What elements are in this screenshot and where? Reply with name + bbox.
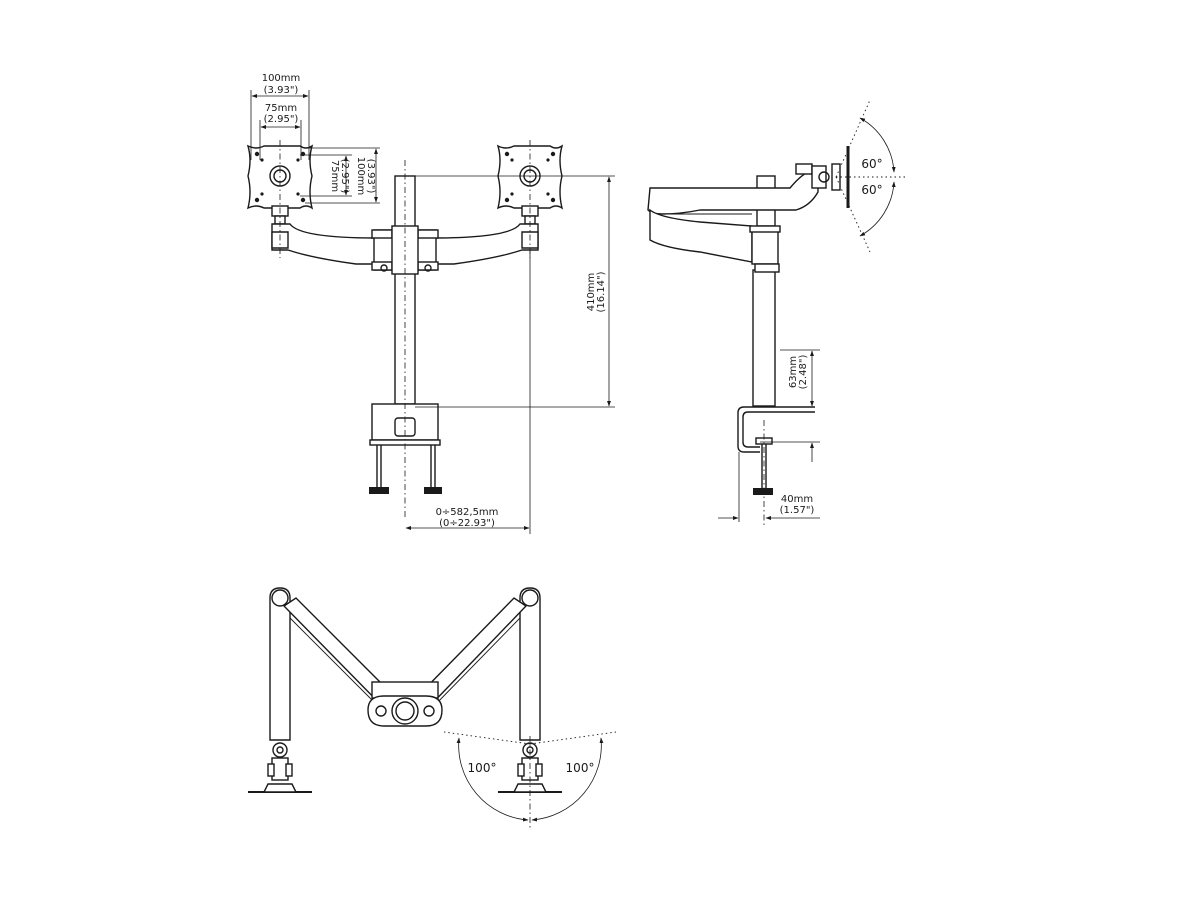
swivel-right-label: 100° <box>566 761 595 775</box>
side-view: 60° 60° 63mm (2.48") 40mm (1.57") <box>647 99 906 528</box>
clamp-depth-mm-label: 40mm <box>781 494 813 505</box>
vesa-outer-in-label: (3.93") <box>264 85 299 96</box>
tilt-up-label: 60° <box>861 157 882 171</box>
height-mm-label: 410mm <box>586 273 597 312</box>
vesa-inner-mm-label: 75mm <box>265 103 297 114</box>
vesa-v-inner-in-label: (2.95") <box>339 159 350 194</box>
tilt-down-label: 60° <box>861 183 882 197</box>
swivel-left-label: 100° <box>468 761 497 775</box>
vesa-v-outer-in-label: (3.93") <box>365 159 376 194</box>
front-view: 100mm (3.93") 75mm (2.95") 75mm (2.95") … <box>246 73 615 534</box>
clamp-in-label: (2.48") <box>798 355 809 390</box>
vesa-outer-mm-label: 100mm <box>262 73 301 84</box>
vesa-v-outer-mm-label: 100mm <box>355 157 366 196</box>
vesa-inner-in-label: (2.95") <box>264 114 299 125</box>
reach-in-label: (0÷22.93") <box>439 518 495 529</box>
front-clamp <box>369 403 442 494</box>
height-in-label: (16.14") <box>596 271 607 312</box>
vesa-v-inner-mm-label: 75mm <box>329 160 340 192</box>
clamp-mm-label: 63mm <box>788 356 799 388</box>
clamp-depth-in-label: (1.57") <box>780 505 815 516</box>
top-view: 100° 100° <box>248 587 617 830</box>
reach-mm-label: 0÷582,5mm <box>436 507 499 518</box>
